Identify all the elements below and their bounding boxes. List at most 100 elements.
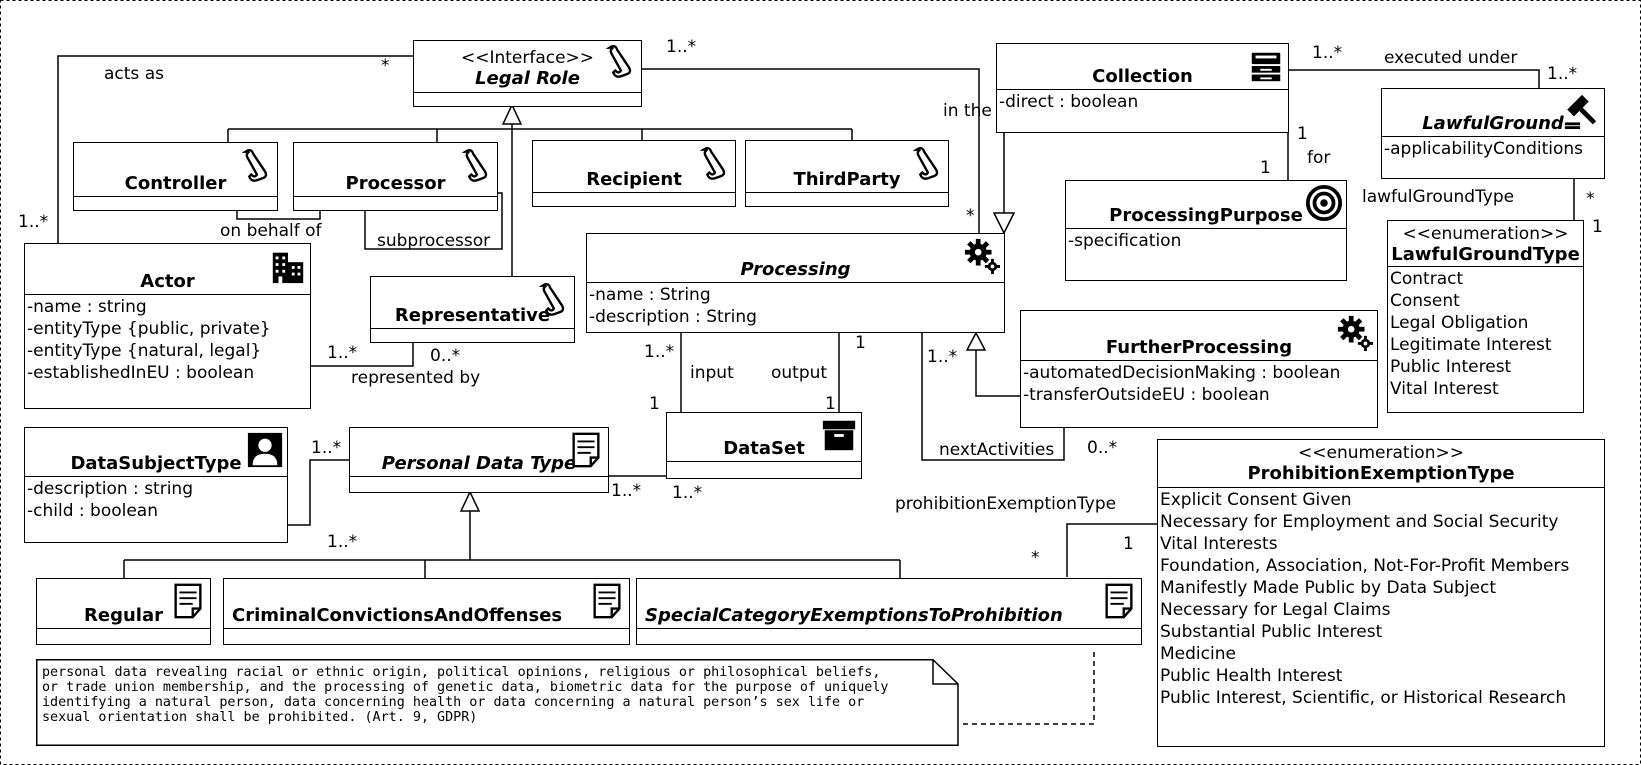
- processing-attribute: -description : String: [589, 307, 757, 327]
- actor-attribute: -name : string: [27, 297, 147, 317]
- label-lawful-ground-type: lawfulGroundType: [1362, 187, 1515, 207]
- mult-pdt-left: 1..*: [327, 532, 358, 552]
- mult-further-processing: 1..*: [927, 347, 958, 367]
- further-processing-class: FurtherProcessing -automatedDecisionMaki…: [1020, 310, 1378, 428]
- lawful-ground-type-enum: <<enumeration>> LawfulGroundType Contrac…: [1387, 220, 1584, 413]
- note-shape: [36, 659, 959, 746]
- mult-lgt-star: *: [1586, 189, 1595, 209]
- actor-name: Actor: [140, 271, 195, 292]
- scroll-icon: [912, 147, 939, 180]
- mult-lawful-ground: 1..*: [1547, 64, 1578, 84]
- processing-name: Processing: [740, 259, 851, 280]
- scroll-icon: [461, 149, 488, 182]
- prohibition-exemption-type-enum: <<enumeration>> ProhibitionExemptionType…: [1157, 439, 1605, 747]
- further-processing-name: FurtherProcessing: [1105, 337, 1293, 358]
- enum-literal: Contract: [1390, 269, 1464, 289]
- document-icon: [1105, 583, 1133, 619]
- mult-personal-data-type: 1..*: [611, 481, 642, 501]
- criminal-convictions-name: CriminalConvictionsAndOffenses: [232, 605, 563, 626]
- enum-literal: Vital Interest: [1390, 379, 1499, 399]
- scroll-icon: [605, 45, 632, 78]
- prohibition-stereotype: <<enumeration>>: [1298, 443, 1464, 463]
- mult-legal-role: 1..*: [666, 37, 697, 57]
- data-subject-type-attribute: -child : boolean: [27, 501, 158, 521]
- label-for: for: [1307, 148, 1331, 168]
- collection-name: Collection: [1092, 66, 1193, 87]
- lawful-ground-type-stereotype: <<enumeration>>: [1402, 224, 1569, 244]
- enum-literal: Vital Interests: [1160, 534, 1278, 554]
- representative-name: Representative: [394, 305, 551, 326]
- lawful-ground-class: LawfulGround -applicabilityConditions: [1381, 88, 1605, 179]
- archive-box-icon: [822, 420, 856, 451]
- document-icon: [174, 583, 202, 619]
- scroll-icon: [241, 149, 268, 182]
- legal-role-name: Legal Role: [475, 68, 580, 89]
- recipient-class: Recipient: [532, 140, 736, 207]
- label-next-activities: nextActivities: [939, 440, 1055, 460]
- enum-literal: Necessary for Legal Claims: [1160, 600, 1391, 620]
- actor-attribute: -establishedInEU : boolean: [27, 363, 255, 383]
- lawful-ground-type-name: LawfulGroundType: [1391, 244, 1580, 265]
- enum-literal: Substantial Public Interest: [1160, 622, 1383, 642]
- label-output: output: [771, 363, 828, 383]
- processing-purpose-name: ProcessingPurpose: [1109, 205, 1303, 226]
- legal-role-stereotype: <<Interface>>: [460, 48, 595, 68]
- mult-pet-one: 1: [1123, 534, 1134, 554]
- mult-data-subject-type: 1..*: [311, 438, 342, 458]
- personal-data-type-name: Personal Data Type: [381, 453, 577, 474]
- scroll-icon: [538, 283, 565, 316]
- data-subject-type-class: DataSubjectType -description : string -c…: [24, 427, 288, 543]
- data-subject-type-attribute: -description : string: [27, 479, 193, 499]
- label-prohibition-exemption-type: prohibitionExemptionType: [895, 494, 1117, 514]
- regular-class: Regular: [36, 578, 211, 645]
- third-party-class: ThirdParty: [745, 140, 949, 207]
- target-icon: [1305, 184, 1343, 222]
- mult-input-one: 1: [649, 394, 660, 414]
- document-icon: [593, 583, 621, 619]
- document-icon: [572, 432, 600, 468]
- mult-representative: 0..*: [430, 346, 461, 366]
- enum-literal: Manifestly Made Public by Data Subject: [1160, 578, 1496, 598]
- recipient-name: Recipient: [586, 169, 682, 190]
- mult-rep-actor: 1..*: [327, 343, 358, 363]
- third-party-name: ThirdParty: [793, 169, 901, 190]
- representative-class: Representative: [370, 276, 575, 343]
- enum-literal: Foundation, Association, Not-For-Profit …: [1160, 556, 1570, 576]
- processing-purpose-attribute: -specification: [1068, 231, 1182, 251]
- inbox-tray-icon: [1251, 52, 1281, 82]
- enum-literal: Public Health Interest: [1160, 666, 1343, 686]
- enum-literal: Explicit Consent Given: [1160, 490, 1352, 510]
- controller-class: Controller: [73, 142, 278, 211]
- actor-class: Actor -name : string -entityType {public…: [24, 243, 311, 409]
- mult-dataset-one: 1: [825, 394, 836, 414]
- dataset-class: DataSet: [666, 412, 862, 479]
- mult-next-activities: 0..*: [1087, 438, 1118, 458]
- mult-collection: 1..*: [1312, 43, 1343, 63]
- gears-icon: [1337, 315, 1374, 352]
- collection-attribute: -direct : boolean: [999, 92, 1139, 112]
- mult-pdt-dataset: 1..*: [672, 483, 703, 503]
- processor-name: Processor: [345, 173, 446, 194]
- mult-processing-star: *: [966, 206, 975, 226]
- label-on-behalf-of: on behalf of: [220, 221, 322, 241]
- enum-literal: Legitimate Interest: [1390, 335, 1552, 355]
- mult-acts-as-star: *: [381, 56, 390, 76]
- mult-collection-one: 1: [1297, 124, 1308, 144]
- prohibition-name: ProhibitionExemptionType: [1247, 463, 1515, 484]
- processing-attribute: -name : String: [589, 285, 711, 305]
- legal-role-class: <<Interface>> Legal Role: [413, 40, 642, 107]
- mult-lgt-one: 1: [1592, 217, 1603, 237]
- further-processing-attribute: -automatedDecisionMaking : boolean: [1023, 363, 1341, 383]
- label-input: input: [690, 363, 734, 383]
- collection-class: Collection -direct : boolean: [996, 43, 1289, 133]
- label-represented-by: represented by: [351, 368, 481, 388]
- gdpr-note: personal data revealing racial or ethnic…: [36, 659, 959, 746]
- enum-literal: Necessary for Employment and Social Secu…: [1160, 512, 1559, 532]
- processor-class: Processor: [293, 142, 498, 211]
- regular-name: Regular: [84, 605, 163, 626]
- label-executed-under: executed under: [1384, 48, 1518, 68]
- mult-input: 1..*: [644, 342, 675, 362]
- actor-attribute: -entityType {natural, legal}: [27, 341, 262, 361]
- actor-attribute: -entityType {public, private}: [27, 319, 271, 339]
